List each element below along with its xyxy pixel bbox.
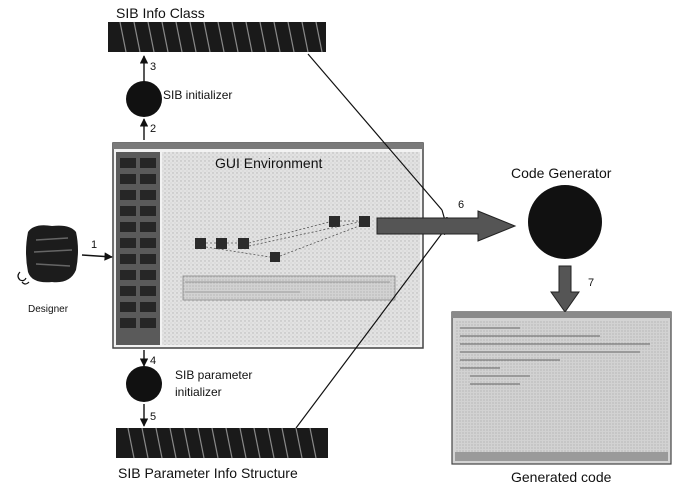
parameter-structure-link <box>295 235 441 429</box>
generated-code-window <box>451 311 672 465</box>
property-panel <box>182 275 396 301</box>
sib-initializer-label: SIB initializer <box>163 88 232 102</box>
sib-parameter-info-structure-label: SIB Parameter Info Structure <box>118 465 298 481</box>
step-5-label: 5 <box>150 411 156 423</box>
step-3-label: 3 <box>150 61 156 73</box>
sib-parameter-initializer-label-line1: SIB parameter <box>175 368 252 382</box>
generated-code-label: Generated code <box>511 469 612 485</box>
code-generator-label: Code Generator <box>511 165 612 181</box>
code-generator-node <box>528 185 602 259</box>
designer-label: Designer <box>28 304 69 315</box>
sib-initializer-node <box>126 81 162 117</box>
sib-info-class-bar <box>108 21 326 53</box>
sib-parameter-initializer-label-line2: initializer <box>175 385 222 399</box>
gui-environment-window <box>112 142 424 349</box>
sib-parameter-initializer-node <box>126 366 162 402</box>
arrow-1 <box>81 252 113 261</box>
step-7-label: 7 <box>588 277 594 289</box>
step-2-label: 2 <box>150 123 156 135</box>
gui-environment-label: GUI Environment <box>215 155 322 171</box>
designer-icon <box>17 225 78 285</box>
sib-info-class-label: SIB Info Class <box>116 5 205 21</box>
step-1-label: 1 <box>91 239 97 251</box>
arrow-7 <box>550 265 580 313</box>
palette-sidebar <box>116 152 160 345</box>
step-6-label: 6 <box>458 199 464 211</box>
step-4-label: 4 <box>150 355 156 367</box>
sib-parameter-info-structure-bar <box>116 427 328 459</box>
arrow-6 <box>376 210 517 242</box>
info-class-link <box>307 53 443 211</box>
